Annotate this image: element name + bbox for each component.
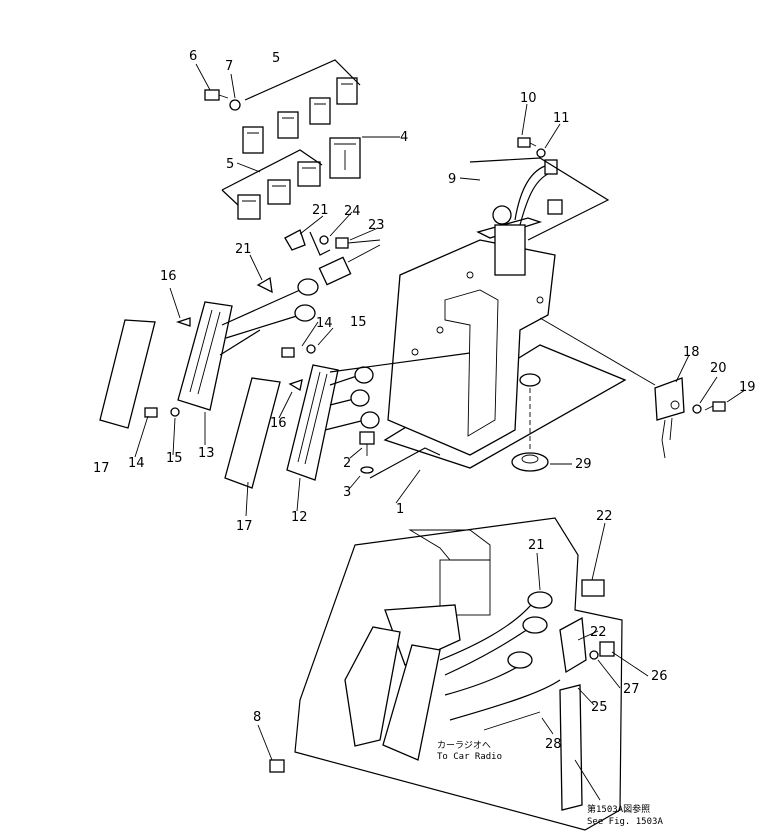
clamp-21 [256, 229, 306, 294]
washer-7 [229, 99, 241, 111]
bracket-5-upper [244, 59, 361, 101]
note-fig-en: See Fig. 1503A [587, 817, 663, 827]
callout-labels: 1 2 3 4 5 5 6 7 8 9 10 11 12 13 14 14 15… [93, 49, 756, 752]
lower-assembly-outline [269, 517, 623, 831]
fig-leader [574, 759, 601, 801]
washer-3 [360, 466, 374, 474]
callout-21b: 21 [235, 242, 252, 257]
base-plate [383, 239, 627, 469]
bracket-5-lower [221, 149, 323, 206]
callout-11: 11 [553, 111, 570, 126]
callout-9: 9 [448, 172, 456, 187]
notes: カーラジオへ To Car Radio 第1503A図参照 See Fig. 1… [437, 740, 663, 827]
callout-13: 13 [198, 446, 215, 461]
callout-4: 4 [400, 130, 408, 145]
callout-16a: 16 [160, 269, 177, 284]
callout-7: 7 [225, 59, 233, 74]
callout-15a: 15 [166, 451, 183, 466]
callout-24: 24 [344, 204, 361, 219]
callout-29: 29 [575, 457, 592, 472]
cover-17-left [99, 319, 156, 429]
relay-group-upper [242, 77, 358, 154]
callout-5b: 5 [226, 157, 234, 172]
bolt-2 [359, 431, 375, 456]
grommet-29 [511, 388, 549, 472]
clip-16-right [288, 379, 303, 392]
callout-3: 3 [343, 485, 351, 500]
connector-12-leader [329, 352, 471, 373]
clamp-21-leader [309, 231, 331, 256]
connector-13 [177, 278, 319, 411]
callout-22b: 22 [590, 625, 607, 640]
callout-18: 18 [683, 345, 700, 360]
cover-17-right [224, 377, 281, 489]
bolt-14-right [281, 347, 295, 358]
bolt-6 [204, 89, 229, 101]
callout-2: 2 [343, 456, 351, 471]
switch-18 [654, 377, 685, 459]
callout-12: 12 [291, 510, 308, 525]
callout-15b: 15 [350, 315, 367, 330]
harness-plug-cylinder [318, 244, 381, 286]
callout-23: 23 [368, 218, 385, 233]
callout-16b: 16 [270, 416, 287, 431]
callout-6: 6 [189, 49, 197, 64]
bracket-9-leader [469, 157, 610, 241]
callout-27: 27 [623, 682, 640, 697]
bolt-19 [704, 401, 726, 412]
callout-1: 1 [396, 502, 404, 517]
plug-23 [335, 237, 381, 249]
relay-group-lower [237, 161, 321, 220]
callout-19: 19 [739, 380, 756, 395]
note-fig-jp: 第1503A図参照 [587, 803, 650, 815]
washer-20 [692, 404, 702, 414]
callout-leaders [134, 63, 746, 761]
switch-18-leader [539, 317, 656, 386]
callout-17a: 17 [93, 461, 110, 476]
callout-20: 20 [710, 361, 727, 376]
clip-16-left [175, 317, 191, 327]
bolt-10 [517, 137, 537, 148]
bracket-9 [476, 159, 563, 276]
callout-8: 8 [253, 710, 261, 725]
bracket-1-leader [369, 447, 441, 479]
callout-22a: 22 [596, 509, 613, 524]
bolt-14-left [144, 407, 158, 418]
callout-5a: 5 [272, 51, 280, 66]
relay-large [329, 137, 361, 179]
callout-14b: 14 [316, 316, 333, 331]
note-radio-en: To Car Radio [437, 752, 502, 762]
callout-14a: 14 [128, 456, 145, 471]
callout-25: 25 [591, 700, 608, 715]
washer-15-left [170, 407, 180, 417]
callout-28: 28 [545, 737, 562, 752]
callout-21a: 21 [312, 203, 329, 218]
callout-17b: 17 [236, 519, 253, 534]
washer-15-right [306, 344, 316, 354]
callout-10: 10 [520, 91, 537, 106]
callout-26: 26 [651, 669, 668, 684]
note-radio-jp: カーラジオへ [437, 740, 491, 751]
clip-24 [319, 235, 329, 245]
callout-21c: 21 [528, 538, 545, 553]
connector-12 [286, 364, 380, 481]
washer-11 [536, 148, 546, 158]
